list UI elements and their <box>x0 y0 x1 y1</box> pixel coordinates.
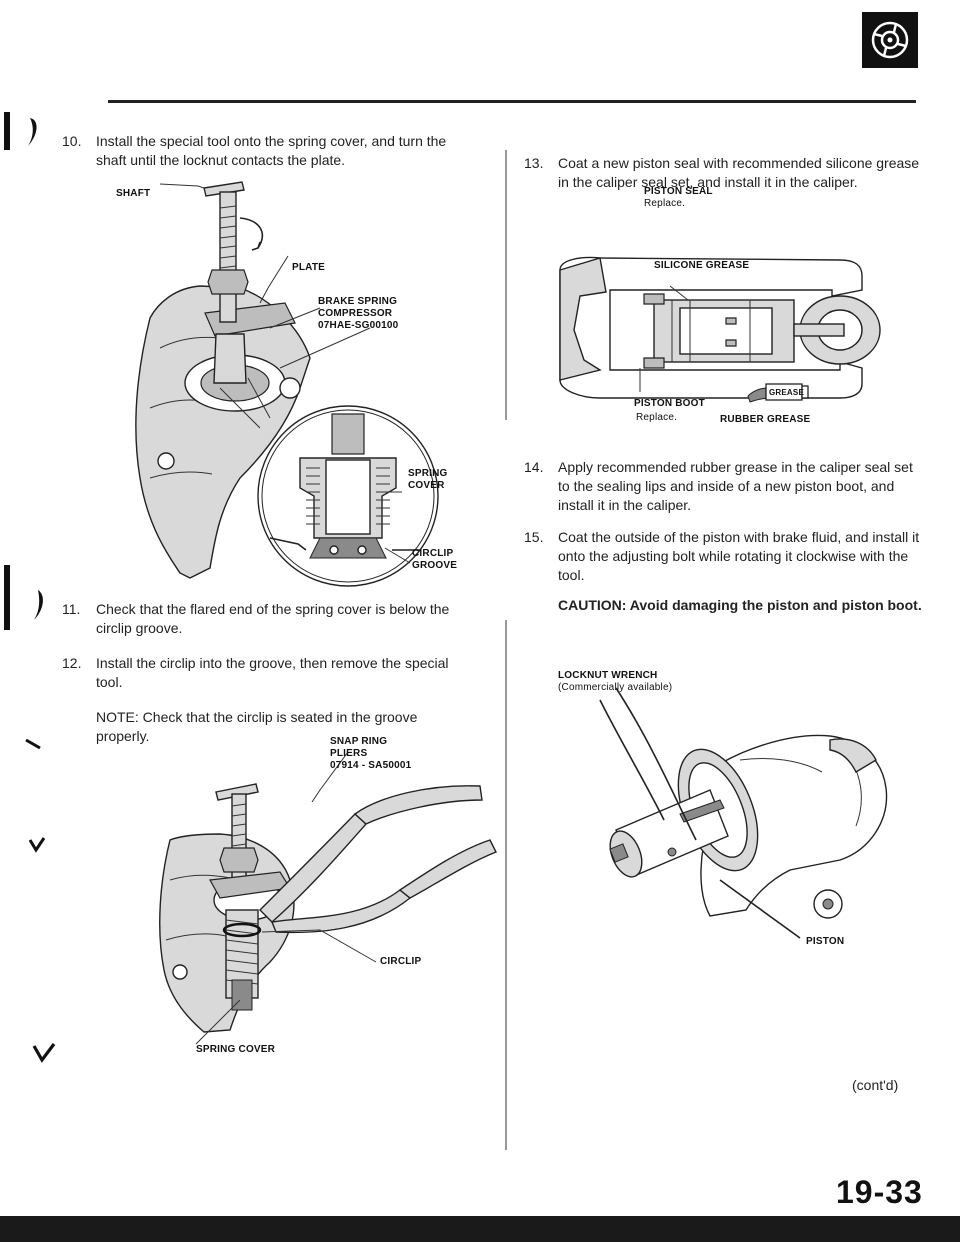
margin-marks <box>4 112 46 853</box>
step-12: 12. Install the circlip into the groove,… <box>62 654 474 694</box>
step-11-number: 11. <box>62 601 81 617</box>
label-wrench-2: (Commercially available) <box>558 682 673 693</box>
step-13-number: 13. <box>524 155 544 171</box>
label-compressor-1: BRAKE SPRING <box>318 296 398 307</box>
step-15: 15. Coat the outside of the piston with … <box>524 528 924 586</box>
page-number: 19-33 <box>836 1174 923 1210</box>
bottom-margin-mark <box>32 1043 56 1063</box>
figure-caliper-section: PISTON SEAL Replace. GREASE SILICONE GRE… <box>540 186 920 450</box>
label-rubber-grease: RUBBER GREASE <box>720 414 811 425</box>
footer-bar <box>0 1216 960 1242</box>
label-wrench-1: LOCKNUT WRENCH <box>558 670 658 681</box>
label-spring-cover-2: COVER <box>408 480 445 491</box>
label-silicone-grease: SILICONE GREASE <box>654 260 750 271</box>
step-14-text: Apply recommended rubber grease in the c… <box>558 459 913 513</box>
label-spring-cover: SPRING COVER <box>196 1044 276 1055</box>
step-12-text: Install the circlip into the groove, the… <box>96 655 449 690</box>
step-10: 10. Install the special tool onto the sp… <box>62 132 474 172</box>
step-11: 11. Check that the flared end of the spr… <box>62 600 474 640</box>
step-12-number: 12. <box>62 655 82 671</box>
figure-spring-compressor: SHAFT PLATE BRAKE SPRING COMPRESSOR 07HA… <box>116 178 500 598</box>
label-grease-tube-1: GREASE <box>694 269 729 278</box>
section-icon <box>862 12 918 68</box>
label-plate: PLATE <box>292 262 326 273</box>
step-14-number: 14. <box>524 459 544 475</box>
label-circlip-groove-2: GROOVE <box>412 560 458 571</box>
continued-label: (cont'd) <box>852 1077 899 1093</box>
step-12-note: NOTE: Check that the circlip is seated i… <box>96 709 418 744</box>
column-marks <box>505 150 507 1150</box>
label-shaft: SHAFT <box>116 188 151 199</box>
label-circlip-groove-1: CIRCLIP <box>412 548 454 559</box>
label-pliers-2: PLIERS <box>330 748 368 759</box>
label-pliers-1: SNAP RING <box>330 736 388 747</box>
step-13: 13. Coat a new piston seal with recommen… <box>524 154 924 212</box>
step-13-text: Coat a new piston seal with recommended … <box>558 155 920 190</box>
step-15-number: 15. <box>524 529 544 545</box>
label-replace-boot: Replace. <box>636 412 678 423</box>
step-10-text: Install the special tool onto the spring… <box>96 133 447 168</box>
step-14: 14. Apply recommended rubber grease in t… <box>524 458 924 516</box>
figure-snap-ring-pliers: SNAP RING PLIERS 07914 - SA50001 CIRCLIP <box>140 736 520 1045</box>
label-compressor-2: COMPRESSOR <box>318 308 393 319</box>
figure-locknut-wrench: LOCKNUT WRENCH (Commercially available) … <box>558 670 920 990</box>
label-spring-cover-1: SPRING <box>408 468 448 479</box>
label-grease-tube-2: GREASE <box>769 388 804 397</box>
label-piston-seal: PISTON SEAL <box>644 186 713 197</box>
label-circlip: CIRCLIP <box>380 956 422 967</box>
label-compressor-3: 07HAE-SG00100 <box>318 320 399 331</box>
label-pliers-3: 07914 - SA50001 <box>330 760 412 771</box>
caution-text: CAUTION: Avoid damaging the piston and p… <box>558 597 922 613</box>
header-rule <box>108 100 916 103</box>
step-11-text: Check that the flared end of the spring … <box>96 601 450 636</box>
step-10-number: 10. <box>62 133 82 149</box>
label-piston-boot: PISTON BOOT <box>634 398 705 409</box>
label-piston: PISTON <box>806 936 845 947</box>
label-replace-seal: Replace. <box>644 198 686 209</box>
step-15-text: Coat the outside of the piston with brak… <box>558 529 920 583</box>
